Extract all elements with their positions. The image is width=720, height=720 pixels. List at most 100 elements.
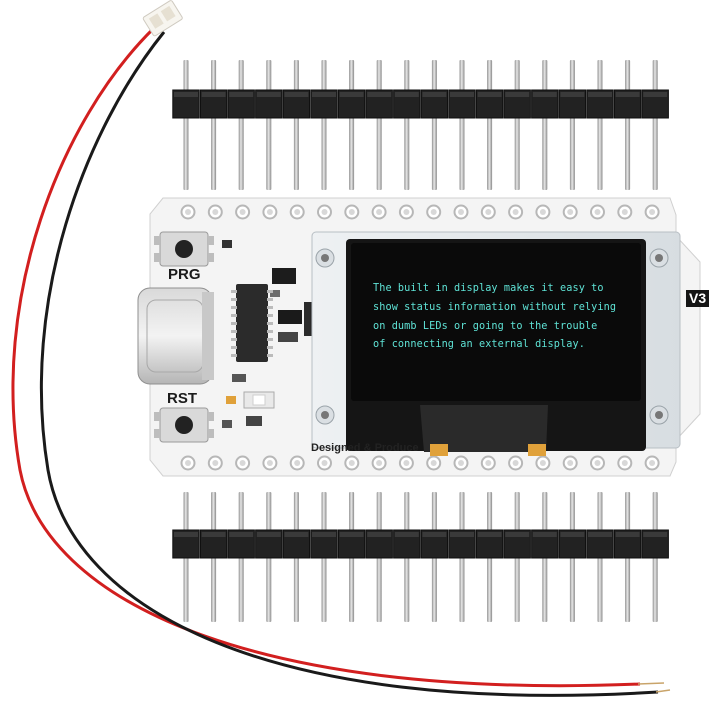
header-highlight	[560, 92, 585, 97]
pcb-pad-hole	[376, 209, 383, 215]
header-highlight	[367, 532, 392, 537]
ic-leg	[231, 338, 237, 341]
ic-leg	[267, 338, 273, 341]
ic-leg	[267, 314, 273, 317]
header-highlight	[229, 532, 254, 537]
pcb-pad-hole	[430, 460, 437, 466]
header-highlight	[588, 92, 612, 97]
header-pin	[293, 60, 299, 190]
prg-label: PRG	[168, 266, 201, 283]
version-badge: V3	[686, 290, 710, 307]
header-highlight	[477, 92, 502, 97]
pcb-pad-hole	[430, 209, 437, 215]
header-highlight	[367, 92, 392, 97]
header-highlight	[477, 532, 502, 537]
oled-display: The built in display makes it easy to sh…	[351, 243, 641, 401]
header-highlight	[450, 532, 474, 537]
ic-leg	[231, 306, 237, 309]
red-wire-tip	[637, 682, 665, 685]
pcb-pad-hole	[512, 209, 519, 215]
header-highlight	[588, 532, 612, 537]
header-highlight	[284, 532, 309, 537]
header-highlight	[256, 92, 281, 97]
pcb-pad-hole	[239, 209, 246, 215]
pcb-pad-hole	[294, 209, 301, 215]
pcb-pad-hole	[239, 460, 246, 466]
header-highlight	[256, 532, 281, 537]
pcb-pad-hole	[458, 209, 464, 215]
header-highlight	[229, 92, 254, 97]
pcb-pad-hole	[266, 460, 273, 466]
ic-leg	[267, 346, 273, 349]
pcb-pad-hole	[212, 209, 219, 215]
pcb-pad-hole	[321, 460, 328, 466]
header-highlight	[450, 92, 474, 97]
ic-leg	[231, 330, 237, 333]
pcb-pad-hole	[485, 460, 492, 466]
header-highlight	[422, 92, 447, 97]
designed-by-text: Designed & Produce	[311, 442, 419, 454]
pcb-pad-hole	[212, 460, 219, 466]
red-wire	[11, 26, 641, 688]
header-highlight	[643, 532, 668, 537]
header-pin	[597, 60, 603, 190]
pcb-pad-hole	[294, 460, 301, 466]
black-wire-tip	[655, 689, 671, 693]
pcb-pad-hole	[348, 460, 355, 466]
pcb-pad-hole	[403, 209, 410, 215]
battery-cable	[11, 0, 671, 697]
pcb-pad-hole	[376, 460, 383, 466]
header-highlight	[284, 92, 309, 97]
pcb-pad-hole	[649, 209, 656, 215]
ic-leg	[231, 298, 237, 301]
pcb-pad-hole	[512, 460, 519, 466]
header-pin	[183, 60, 189, 190]
header-highlight	[201, 92, 226, 97]
rst-button[interactable]	[154, 407, 214, 443]
header-highlight	[394, 92, 419, 97]
oled-text-line: The built in display makes it easy to	[373, 283, 604, 294]
pcb-pad-hole	[348, 209, 355, 215]
header-highlight	[339, 92, 364, 97]
prg-button[interactable]	[154, 231, 214, 267]
ic-leg	[231, 322, 237, 325]
header-pin	[238, 60, 244, 190]
rst-label: RST	[167, 390, 197, 407]
header-pin	[431, 60, 437, 190]
pcb-pad-hole	[594, 460, 601, 466]
ic-leg	[231, 354, 237, 357]
header-highlight	[312, 532, 336, 537]
header-pin	[652, 60, 658, 190]
jst-connector	[142, 0, 183, 37]
pcb-pad-hole	[458, 460, 464, 466]
pcb-pad-hole	[594, 209, 601, 215]
header-pin	[211, 60, 217, 190]
bottom-pin-header	[172, 492, 669, 622]
pcb-pad-hole	[649, 460, 656, 466]
top-pin-header	[172, 60, 669, 190]
header-highlight	[532, 92, 557, 97]
pcb-pad-hole	[539, 209, 546, 215]
ic-leg	[267, 330, 273, 333]
pcb-pad-hole	[567, 460, 574, 466]
pcb-pad-hole	[403, 460, 410, 466]
header-highlight	[615, 532, 640, 537]
header-highlight	[201, 532, 226, 537]
header-highlight	[312, 92, 336, 97]
oled-text-line: show status information without relying	[373, 302, 617, 313]
header-pin	[569, 60, 575, 190]
header-highlight	[394, 532, 419, 537]
header-highlight	[174, 92, 198, 97]
ic-leg	[267, 290, 273, 293]
pcb-pad-hole	[321, 209, 328, 215]
ic-leg	[267, 354, 273, 357]
ic-leg	[231, 314, 237, 317]
header-pin	[321, 60, 327, 190]
ic-leg	[267, 298, 273, 301]
oled-text-line: of connecting an external display.	[373, 339, 585, 350]
header-highlight	[643, 92, 668, 97]
pcb-pad-hole	[185, 209, 191, 215]
pcb-pad-hole	[539, 460, 546, 466]
header-highlight	[505, 532, 530, 537]
header-pin	[459, 60, 465, 190]
